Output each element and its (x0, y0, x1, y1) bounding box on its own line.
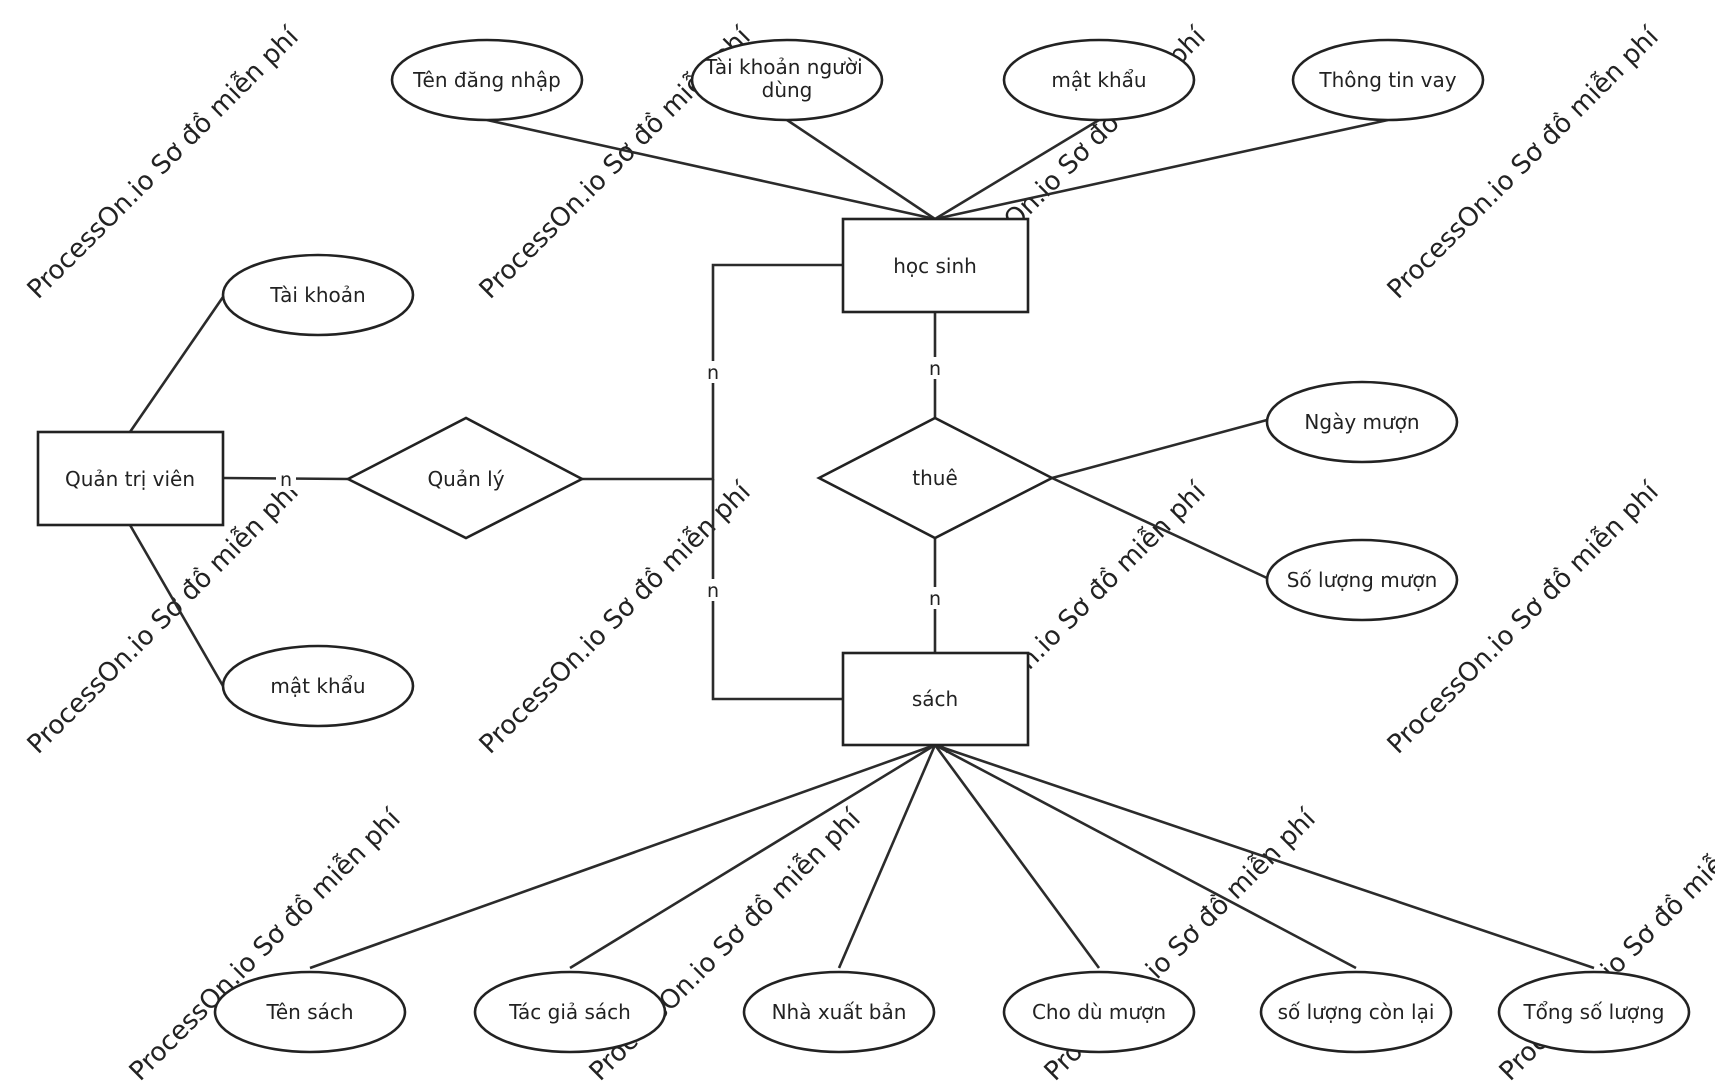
watermark-text: ProcessOn.io Sơ đồ miễn phí (473, 476, 757, 760)
attribute-tai-khoan-nguoi-dung-line-2: dùng (762, 78, 813, 102)
edge-qtv-tai-khoan (128, 296, 225, 433)
attribute-tac-gia-sach-label: Tác giả sách (508, 1000, 631, 1024)
relationship-thue-label: thuê (912, 466, 958, 490)
cardinality-labels: n n n n n (276, 357, 945, 610)
edge-hocsinh-tai-khoan-nguoi-dung (786, 118, 936, 221)
attribute-tai-khoan-nguoi-dung-line-1: Tài khoản người (704, 55, 863, 79)
attribute-tong-so-luong-label: Tổng số lượng (1522, 1000, 1664, 1024)
attribute-nha-xuat-ban-label: Nhà xuất bản (772, 1000, 907, 1024)
edge-thue-ngay-muon (1051, 418, 1268, 480)
attribute-mat-khau-quan-tri-vien-label: mật khẩu (270, 674, 365, 698)
attribute-so-luong-muon-label: Số lượng mượn (1287, 568, 1438, 592)
edge-sach-cho-du-muon (933, 744, 1101, 969)
attribute-thong-tin-vay[interactable]: Thông tin vay (1291, 38, 1485, 122)
cardinality-hocsinh-thue: n (929, 358, 941, 380)
attribute-thong-tin-vay-label: Thông tin vay (1318, 68, 1456, 92)
attribute-ten-dang-nhap-label: Tên đăng nhập (412, 68, 561, 92)
attribute-ngay-muon-label: Ngày mượn (1304, 410, 1419, 434)
edge-thue-so-luong-muon (1051, 476, 1268, 580)
attribute-ten-dang-nhap[interactable]: Tên đăng nhập (390, 38, 584, 122)
edge-sach-ten-sach (309, 743, 936, 970)
attribute-mat-khau-quan-tri-vien[interactable]: mật khẩu (221, 644, 415, 728)
connectors (128, 118, 1595, 970)
attribute-nha-xuat-ban[interactable]: Nhà xuất bản (742, 970, 936, 1054)
entity-quan-tri-vien[interactable]: Quản trị viên (36, 430, 225, 527)
relationship-quan-ly[interactable]: Quản lý (345, 416, 585, 540)
cardinality-quanly-sach: n (707, 580, 719, 602)
attribute-tai-khoan[interactable]: Tài khoản (221, 253, 415, 337)
entity-quan-tri-vien-label: Quản trị viên (65, 467, 195, 491)
attribute-so-luong-con-lai[interactable]: số lượng còn lại (1259, 970, 1453, 1054)
edge-sach-nha-xuat-ban (837, 744, 937, 969)
cardinality-qtv-quanly: n (280, 469, 292, 491)
entity-hoc-sinh[interactable]: học sinh (841, 217, 1030, 314)
edge-quanly-sach (711, 479, 843, 701)
attribute-tai-khoan-nguoi-dung[interactable]: Tài khoản người dùng (690, 38, 884, 122)
entity-sach[interactable]: sách (841, 651, 1030, 747)
cardinality-quanly-hocsinh: n (707, 362, 719, 384)
attribute-cho-du-muon-label: Cho dù mượn (1032, 1000, 1166, 1024)
attribute-so-luong-con-lai-label: số lượng còn lại (1278, 1000, 1435, 1024)
attribute-so-luong-muon[interactable]: Số lượng mượn (1265, 538, 1459, 622)
relationship-quan-ly-label: Quản lý (427, 467, 504, 491)
attribute-ten-sach[interactable]: Tên sách (213, 970, 407, 1054)
watermark-text: ProcessOn.io Sơ đồ miễn phí (1381, 476, 1665, 760)
edge-qtv-mat-khau (128, 524, 225, 687)
edge-sach-tac-gia-sach (569, 743, 936, 970)
attribute-mat-khau-hoc-sinh[interactable]: mật khẩu (1002, 38, 1196, 122)
attribute-tong-so-luong[interactable]: Tổng số lượng (1497, 970, 1691, 1054)
relationship-thue[interactable]: thuê (816, 416, 1055, 540)
entity-hoc-sinh-label: học sinh (893, 254, 977, 278)
attribute-tai-khoan-label: Tài khoản (269, 283, 365, 307)
edge-sach-so-luong-con-lai (934, 743, 1357, 970)
edge-hocsinh-ten-dang-nhap (486, 118, 936, 221)
attribute-tai-khoan-nguoi-dung-label: Tài khoản người dùng (704, 55, 869, 102)
attribute-cho-du-muon[interactable]: Cho dù mượn (1002, 970, 1196, 1054)
attribute-ngay-muon[interactable]: Ngày mượn (1265, 380, 1459, 464)
edge-hocsinh-thong-tin-vay (934, 118, 1389, 221)
edge-hocsinh-mat-khau (934, 118, 1100, 221)
attribute-ten-sach-label: Tên sách (265, 1000, 353, 1024)
attribute-tac-gia-sach[interactable]: Tác giả sách (473, 970, 667, 1054)
cardinality-thue-sach: n (929, 588, 941, 610)
entity-sach-label: sách (912, 687, 958, 711)
attribute-mat-khau-hoc-sinh-label: mật khẩu (1051, 68, 1146, 92)
edge-sach-tong-so-luong (934, 743, 1595, 970)
